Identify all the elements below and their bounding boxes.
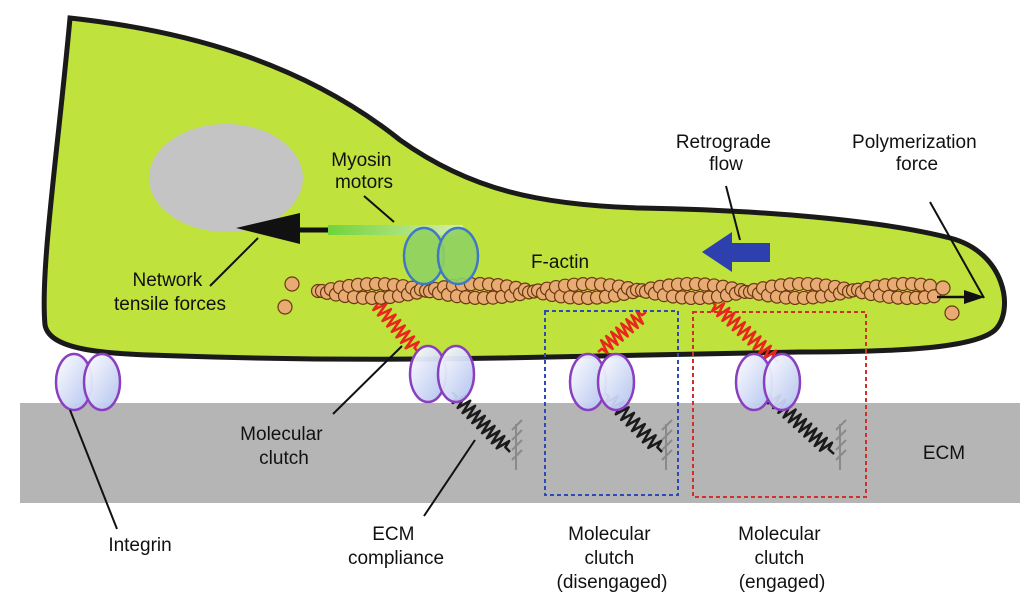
clutch-disengaged-box [544, 310, 679, 496]
polymerization-arrow [937, 290, 985, 304]
retrograde-flow-arrow [702, 232, 770, 272]
actin-monomer [935, 280, 951, 296]
label-clutch-engaged: Molecular clutch (engaged) [738, 524, 826, 593]
label-f-actin: F-actin [531, 252, 589, 273]
integrin [568, 352, 636, 412]
label-network-tensile-forces: Network tensile forces [114, 270, 226, 315]
label-molecular-clutch: Molecular clutch [240, 424, 328, 469]
myosin-motor [402, 226, 480, 286]
ecm-anchor-hatches [511, 419, 847, 470]
label-ecm-compliance: ECM compliance [348, 524, 444, 569]
label-clutch-disengaged: Molecular clutch (disengaged) [557, 524, 668, 593]
actin-monomer [277, 299, 293, 315]
f-actin-filament [310, 276, 942, 306]
integrin [408, 344, 476, 404]
cell-body [41, 15, 1007, 362]
leader-lines [69, 185, 985, 530]
integrin [734, 352, 802, 412]
myosin-bar [328, 225, 463, 235]
clutch-spring [372, 299, 420, 353]
label-retrograde-flow: Retrograde flow [676, 132, 776, 175]
molecular-clutch-springs [372, 299, 779, 363]
actin-monomer [284, 276, 300, 292]
actin-monomer [944, 305, 960, 321]
label-myosin-motors: Myosin motors [331, 150, 396, 193]
nucleus [149, 124, 303, 232]
ecm-spring [451, 391, 511, 453]
network-tensile-arrow [236, 213, 328, 244]
clutch-spring [709, 299, 779, 363]
clutch-spring [597, 309, 647, 355]
label-polymerization-force: Polymerization force [852, 132, 982, 175]
integrin [54, 352, 122, 412]
label-ecm: ECM [923, 443, 965, 464]
actin-monomers [277, 276, 960, 321]
clutch-engaged-box [692, 311, 867, 498]
integrins [54, 344, 802, 412]
label-integrin: Integrin [108, 535, 171, 556]
